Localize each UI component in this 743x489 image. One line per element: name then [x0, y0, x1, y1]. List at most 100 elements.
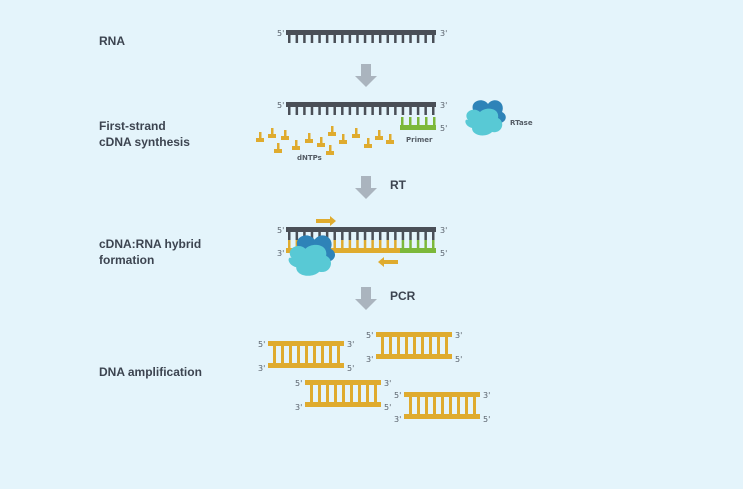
- rna1-base: [333, 35, 336, 43]
- dntp-base: [339, 140, 347, 144]
- cdna-base: [401, 240, 405, 248]
- down-arrow-icon: [355, 64, 377, 87]
- rna3-base: [378, 232, 382, 240]
- rna2-base: [371, 107, 374, 115]
- rna2-base: [341, 107, 344, 115]
- rna3-base: [416, 232, 420, 240]
- dna-copy-4-rung: [473, 397, 476, 414]
- stage-label-hybrid: cDNA:RNA hybrid formation: [99, 236, 201, 268]
- dna-copy-1-rung: [305, 346, 308, 363]
- dna-copy-3-top-strand: [305, 380, 381, 385]
- dna-copy-2-rung: [413, 337, 416, 354]
- rna3-base: [401, 232, 405, 240]
- dntp-stem: [331, 126, 334, 133]
- cdna-base: [333, 240, 336, 248]
- rna2-3prime-label: 3': [440, 101, 447, 110]
- dna-copy-1-rung: [273, 346, 276, 363]
- rna1-base: [295, 35, 299, 43]
- dntp-base: [352, 134, 360, 138]
- dna-copy-4-rung: [449, 397, 452, 414]
- dntp-stem: [378, 130, 381, 137]
- rna3-base: [371, 232, 374, 240]
- rna3-base: [348, 232, 352, 240]
- rna3-5prime-label: 5': [277, 226, 284, 235]
- dna-copy-2-3prime-top-label: 3': [455, 331, 462, 340]
- dna-copy-4-rung: [425, 397, 428, 414]
- dna-copy-4-bottom-strand: [404, 414, 480, 419]
- rna1-backbone: [286, 30, 436, 35]
- dna-copy-4-rung: [465, 397, 468, 414]
- stage-label-first-strand-line2: cDNA synthesis: [99, 135, 190, 149]
- rna1-3prime-label: 3': [440, 29, 447, 38]
- rna1-base: [303, 35, 306, 43]
- first-strand-synthesis-group: [256, 100, 506, 155]
- rna3-base: [386, 232, 390, 240]
- dna-copy-1-rung: [337, 346, 340, 363]
- rna1-base: [288, 35, 291, 43]
- rna-strand-stage1: [286, 30, 436, 43]
- dna-copy-3-rung: [366, 385, 369, 402]
- down-arrow-icon: [355, 287, 377, 310]
- dna-copy-2-rung: [397, 337, 400, 354]
- dna-copy-1-bottom-strand: [268, 363, 344, 368]
- dna-amplification-group: [268, 332, 480, 419]
- rna2-backbone: [286, 102, 436, 107]
- dna-copy-1-rung: [329, 346, 332, 363]
- rna2-base: [348, 107, 352, 115]
- rtase-enzyme-light-lobe: [465, 108, 503, 136]
- cdna-base: [386, 240, 390, 248]
- stage-label-rna-text: RNA: [99, 34, 125, 48]
- cdna-base: [378, 240, 382, 248]
- rtase-label: RTase: [510, 119, 533, 127]
- dna-copy-1-rung: [313, 346, 316, 363]
- dna-copy-2-rung: [421, 337, 424, 354]
- dna-copy-1-3prime-bottom-label: 3': [258, 364, 265, 373]
- dna-copy-4-top-strand: [404, 392, 480, 397]
- dna-copy-4-rung: [409, 397, 412, 414]
- rna1-base: [325, 35, 329, 43]
- dntp-stem: [271, 128, 274, 135]
- rna2-base: [378, 107, 382, 115]
- cdna-5prime-label: 5': [440, 249, 447, 258]
- dntp-base: [364, 144, 372, 148]
- dna-copy-1-top-strand: [268, 341, 344, 346]
- rna2-5prime-label: 5': [277, 101, 284, 110]
- dntp-base: [256, 138, 264, 142]
- cdna-base: [295, 240, 299, 248]
- rna2-base: [432, 107, 435, 115]
- cdna-base: [356, 240, 359, 248]
- cdna-base: [424, 240, 427, 248]
- cdna-base: [394, 240, 397, 248]
- rna3-base: [333, 232, 336, 240]
- rna2-base: [386, 107, 390, 115]
- dna-copy-2-rung: [405, 337, 408, 354]
- rna3-base: [432, 232, 435, 240]
- primer-base: [417, 117, 420, 125]
- rna2-base: [424, 107, 427, 115]
- dntps-label: dNTPs: [297, 154, 322, 162]
- cdna-3prime-label: 3': [277, 249, 284, 258]
- rna2-base: [409, 107, 412, 115]
- dna-copy-2-5prime-top-label: 5': [366, 331, 373, 340]
- dna-copy-2-3prime-bottom-label: 3': [366, 355, 373, 364]
- rna3-base: [341, 232, 344, 240]
- dna-copy-2-rung: [445, 337, 448, 354]
- dntp-base: [305, 139, 313, 143]
- rna2-base: [295, 107, 299, 115]
- cdna-base: [432, 240, 435, 248]
- cdna-base: [341, 240, 344, 248]
- rna2-base: [303, 107, 306, 115]
- rna3-base: [363, 232, 367, 240]
- dna-copy-1-3prime-top-label: 3': [347, 340, 354, 349]
- rna1-base: [394, 35, 397, 43]
- dna-copy-2-rung: [389, 337, 392, 354]
- process-arrows: [355, 64, 377, 310]
- stage-label-amplification: DNA amplification: [99, 364, 202, 380]
- dna-copy-2-bottom-strand: [376, 354, 452, 359]
- rna1-base: [401, 35, 405, 43]
- dna-copy-3-rung: [374, 385, 377, 402]
- primer-base: [433, 117, 436, 125]
- dna-copy-3-rung: [326, 385, 329, 402]
- rna2-base: [356, 107, 359, 115]
